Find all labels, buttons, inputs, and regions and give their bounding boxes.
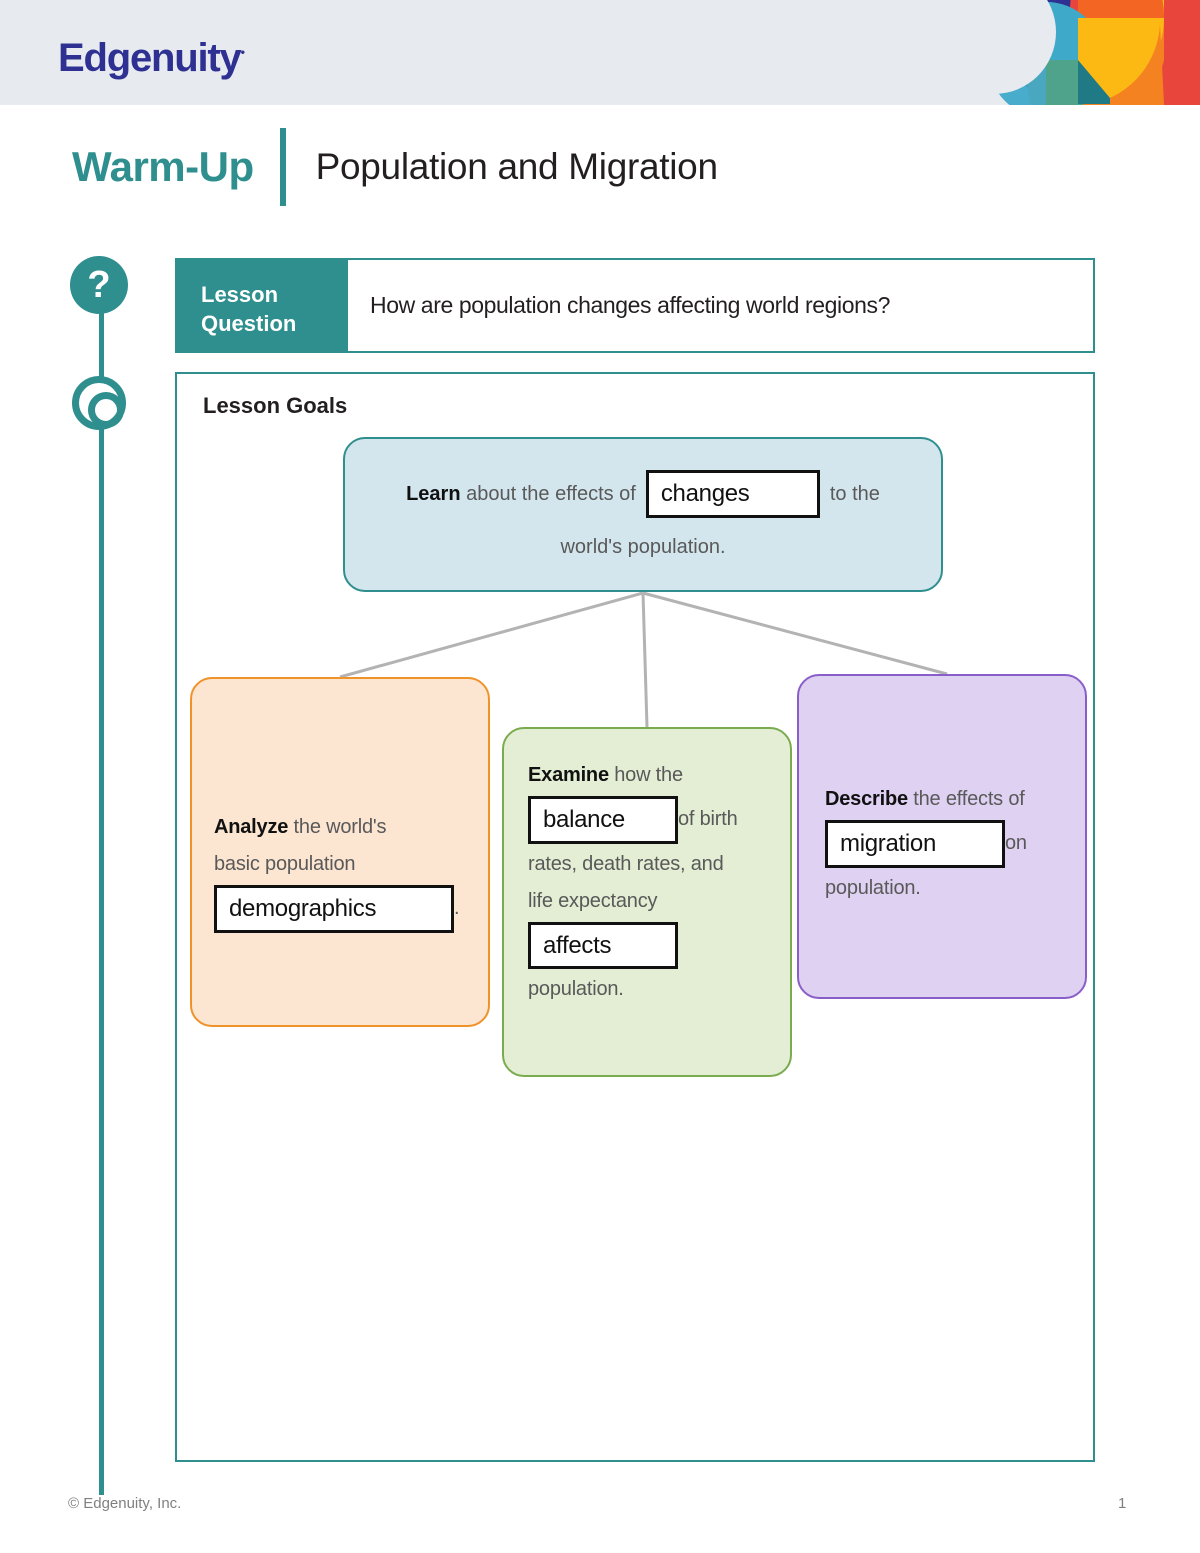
target-icon <box>72 376 126 430</box>
goal-examine-line6: population. <box>528 978 624 1001</box>
lesson-title-label: Population and Migration <box>315 146 718 187</box>
goal-bubble-learn: Learn about the effects of changes to th… <box>343 437 943 592</box>
goal-bubble-analyze: Analyze the world's basic population dem… <box>190 677 490 1027</box>
footer-page-number: 1 <box>1118 1495 1127 1512</box>
goal-examine-line4: life expectancy <box>528 889 658 912</box>
goal-describe-text-before: the effects of <box>907 788 1025 810</box>
goal-analyze-line2: basic population <box>214 853 356 875</box>
question-mark-icon: ? <box>70 256 128 314</box>
pinwheel-graphic <box>960 0 1200 105</box>
footer-copyright: © Edgenuity, Inc. <box>68 1495 182 1512</box>
goal-examine-text-before: how the <box>608 764 683 786</box>
goal-examine-line1: Examine how the <box>528 757 768 794</box>
activity-type-label: Warm-Up <box>72 143 254 190</box>
title-divider <box>279 128 286 206</box>
goal-describe-line3: population. <box>825 876 921 899</box>
lesson-question-tab-line2: Question <box>201 310 297 336</box>
goal-examine-mid1: of birth <box>678 808 738 831</box>
lesson-question-tab: Lesson Question <box>177 260 348 351</box>
goal-connector-lines <box>339 591 948 728</box>
goal-learn-verb: Learn <box>406 482 461 505</box>
logo-text: Edgenuity <box>58 36 242 80</box>
goal-examine-verb: Examine <box>528 764 609 786</box>
page-title: Warm-Up Population and Migration <box>72 128 718 206</box>
edgenuity-logo: Edgenuity• <box>58 36 245 81</box>
goal-learn-line2: world's population. <box>560 536 725 559</box>
goal-analyze-verb: Analyze <box>214 816 289 838</box>
goal-analyze-text-before: the world's <box>288 816 387 838</box>
goal-analyze-text-after: . <box>454 897 460 920</box>
lesson-goals-heading: Lesson Goals <box>203 393 348 418</box>
answer-box-demographics[interactable]: demographics <box>214 885 454 933</box>
goal-examine-line5: affects <box>528 920 768 972</box>
header-band: Edgenuity• <box>0 0 1200 105</box>
answer-box-changes[interactable]: changes <box>645 470 820 518</box>
goal-learn-line2-text: world's population. <box>560 535 726 558</box>
goal-describe-line1: Describe the effects of <box>825 781 1065 818</box>
goal-describe-verb: Describe <box>825 788 908 810</box>
lesson-question-box: Lesson Question How are population chang… <box>175 258 1095 353</box>
answer-box-balance[interactable]: balance <box>528 796 678 844</box>
goal-examine-line3: rates, death rates, and <box>528 852 724 875</box>
lesson-goals-box: Lesson Goals Learn about the effects of … <box>175 372 1095 1462</box>
lesson-question-tab-line1: Lesson <box>201 282 279 307</box>
goal-learn-text-after: to the <box>829 482 880 505</box>
goal-describe-text-after: on <box>1005 832 1027 855</box>
answer-box-affects[interactable]: affects <box>528 921 678 970</box>
timeline-rail <box>99 300 104 1495</box>
goal-analyze-line1: Analyze the world's <box>214 809 466 846</box>
goal-learn-text-before: about the effects of <box>460 482 636 505</box>
logo-trademark: • <box>240 44 246 60</box>
goal-analyze-line3: demographics. <box>214 883 466 935</box>
goal-learn-line1: Learn about the effects of changes to th… <box>406 470 880 518</box>
answer-box-migration[interactable]: migration <box>825 820 1005 868</box>
lesson-question-text: How are population changes affecting wor… <box>370 292 891 318</box>
